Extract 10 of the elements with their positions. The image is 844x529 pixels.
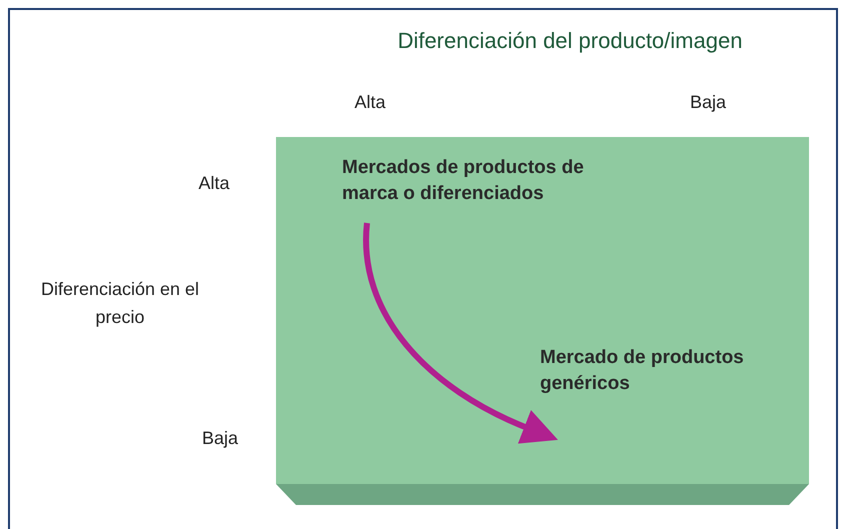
market-label: Mercados de productos de marca o diferenciados — [342, 156, 585, 206]
matrix-panel — [276, 137, 809, 484]
axis-label: Baja — [200, 427, 240, 450]
market-label: Mercado de productos genéricos — [540, 346, 745, 396]
axis-label: Alta — [353, 91, 387, 114]
axis-label: Baja — [688, 91, 728, 114]
chart-title: Diferenciación del producto/imagen — [396, 28, 744, 54]
curved-arrow — [363, 222, 558, 444]
axis-label: Alta — [197, 172, 231, 195]
axis-label: Diferenciación en el precio — [40, 278, 200, 329]
